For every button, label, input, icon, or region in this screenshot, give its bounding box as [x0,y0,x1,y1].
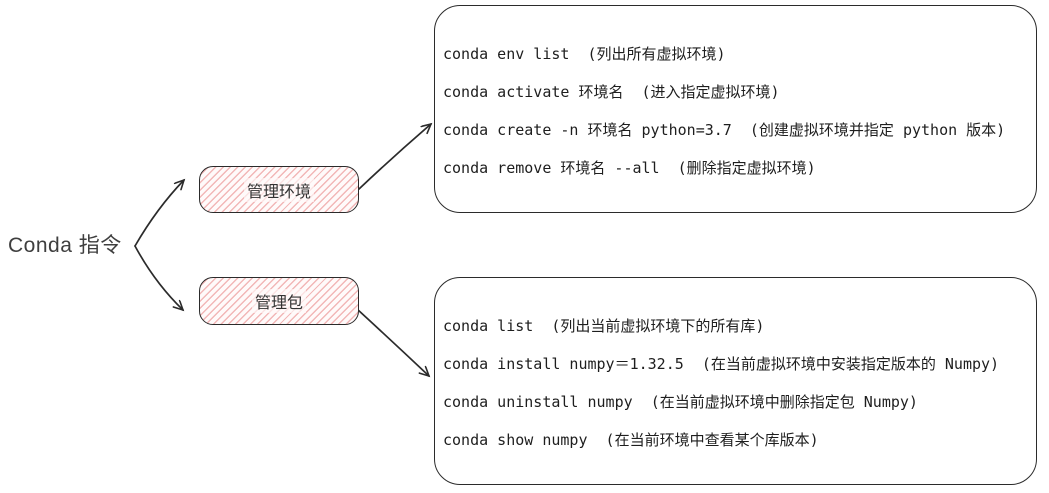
arrow-root-to-env [134,180,184,247]
command-line-env-list: conda env list (列出所有虚拟环境) [443,45,726,63]
command-line-install: conda install numpy＝1.32.5 (在当前虚拟环境中安装指定… [443,355,1000,373]
command-line-show: conda show numpy (在当前环境中查看某个库版本) [443,431,819,449]
arrow-root-to-pkg [134,245,183,310]
command-line-create: conda create -n 环境名 python=3.7 (创建虚拟环境并指… [443,121,1006,139]
root-node-label: Conda 指令 [8,234,122,257]
arrow-pkg-to-box [356,308,429,376]
command-line-remove: conda remove 环境名 --all (删除指定虚拟环境) [443,159,816,177]
pkg-commands-box: conda list (列出当前虚拟环境下的所有库) conda install… [434,277,1037,485]
command-line-uninstall: conda uninstall numpy (在当前虚拟环境中删除指定包 Num… [443,393,918,411]
branch-node-manage-env-label: 管理环境 [243,177,314,202]
arrow-env-to-box [358,124,431,190]
branch-node-manage-pkg: 管理包 [199,277,359,325]
env-commands-box: conda env list (列出所有虚拟环境) conda activate… [434,5,1037,213]
branch-node-manage-env: 管理环境 [199,166,359,213]
command-line-activate: conda activate 环境名 (进入指定虚拟环境) [443,83,780,101]
branch-node-manage-pkg-label: 管理包 [251,289,306,313]
command-line-list: conda list (列出当前虚拟环境下的所有库) [443,317,765,335]
